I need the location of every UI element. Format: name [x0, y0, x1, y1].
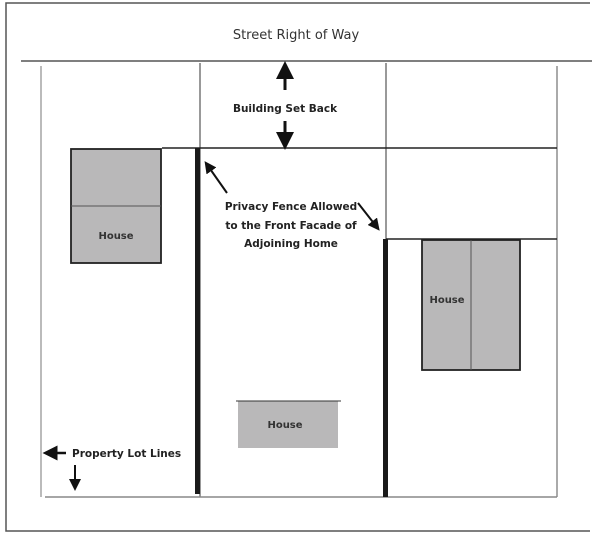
fence-arrow-right-icon: [357, 202, 380, 231]
house-left-label: House: [98, 231, 133, 242]
house-left: House: [70, 148, 162, 264]
house-center-label: House: [267, 420, 302, 431]
fence-label-line1: Privacy Fence Allowed: [225, 201, 357, 213]
outer-frame: [5, 2, 590, 532]
fence-arrow-left-icon: [204, 161, 228, 194]
house-right: House: [421, 239, 521, 371]
fence-label-line3: Adjoining Home: [244, 238, 338, 250]
privacy-fence-right: [383, 239, 388, 497]
privacy-fence-left: [195, 148, 200, 494]
fence-label-line2: to the Front Facade of: [225, 220, 357, 232]
house-center: House: [236, 400, 341, 448]
lot-lines-label: Property Lot Lines: [72, 448, 181, 460]
setback-label: Building Set Back: [233, 103, 338, 115]
house-right-label: House: [429, 295, 464, 306]
street-title: Street Right of Way: [233, 28, 360, 43]
